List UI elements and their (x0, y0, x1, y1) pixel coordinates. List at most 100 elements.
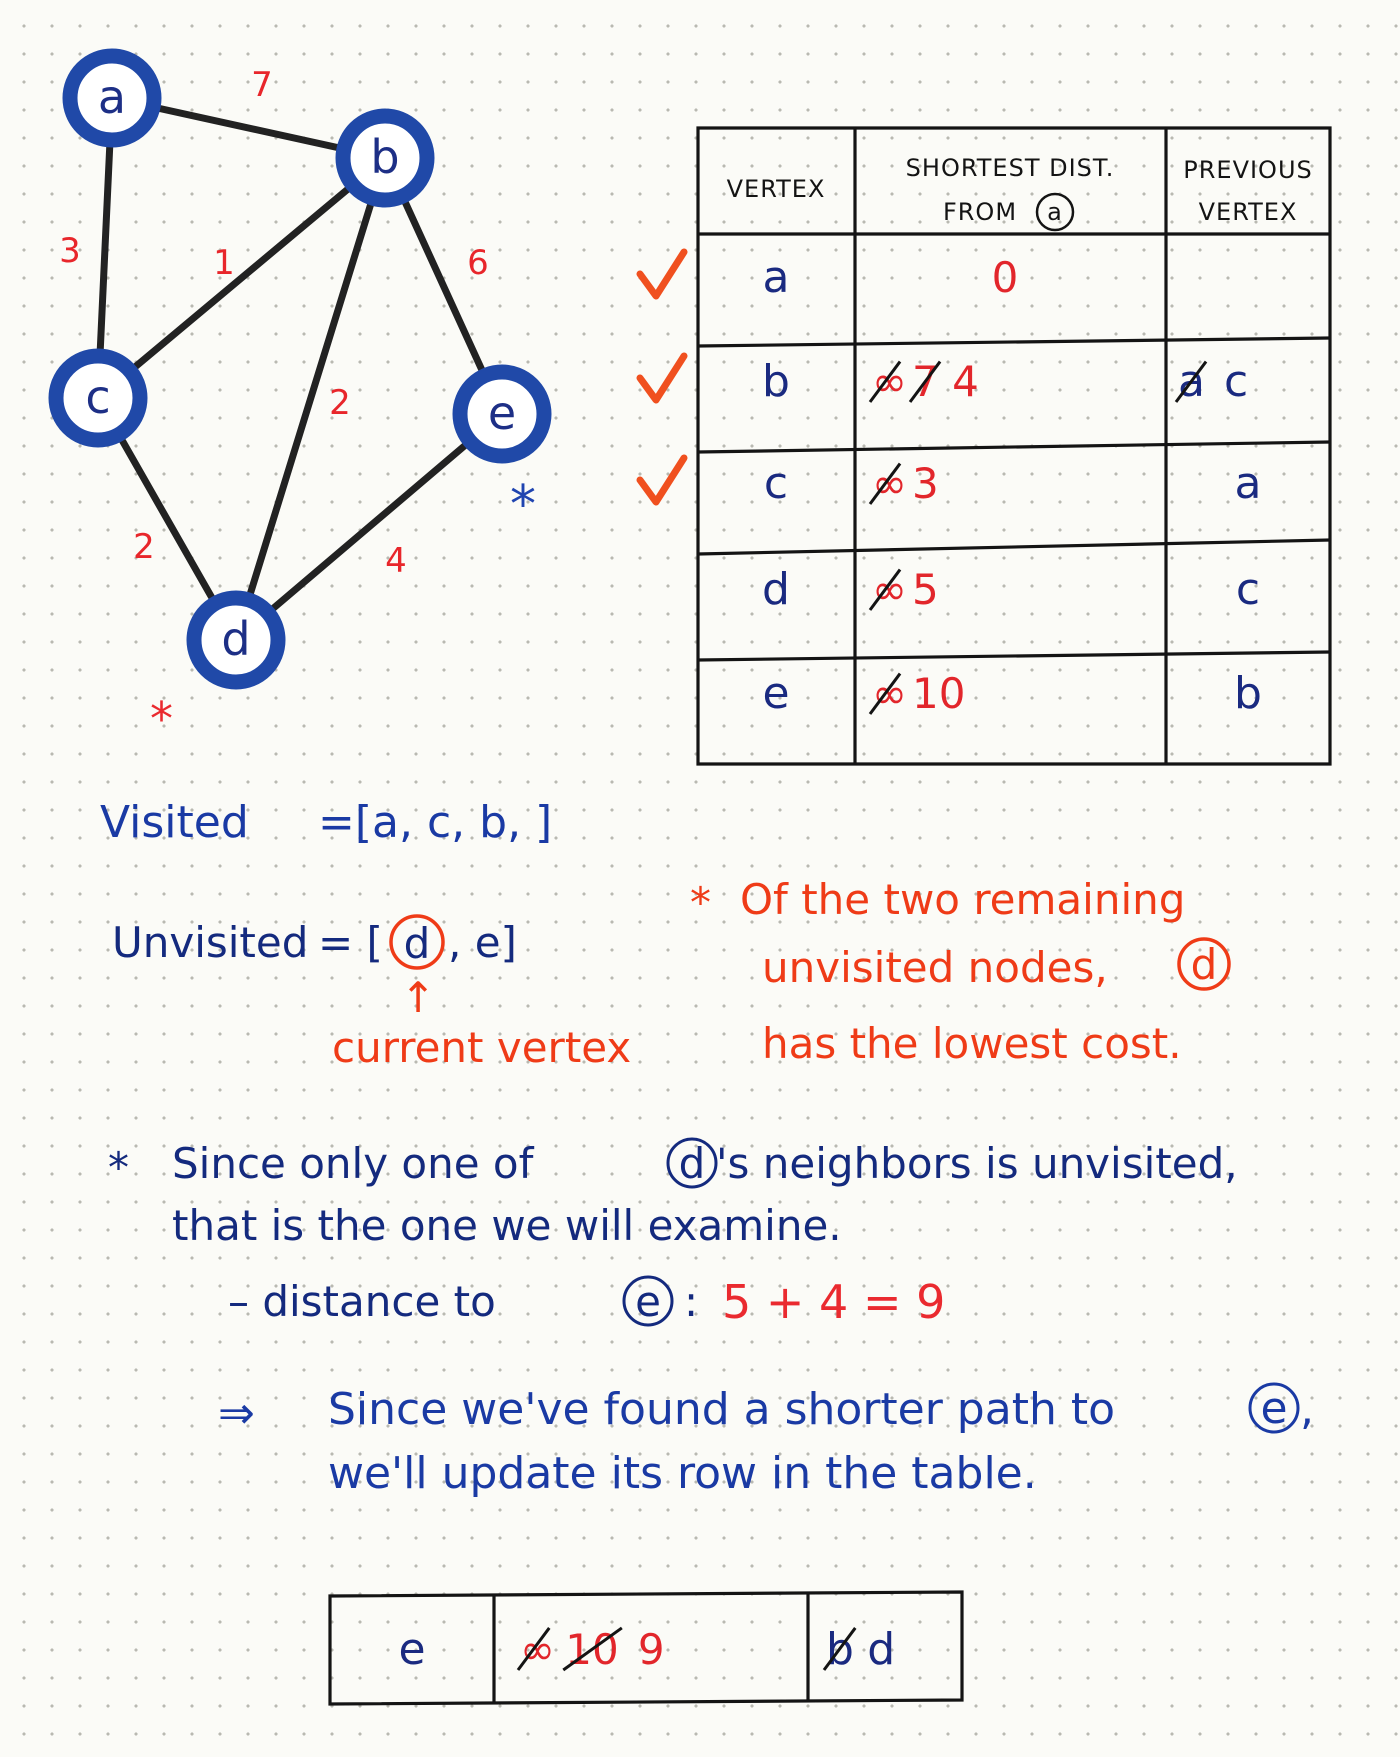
updated-row-prev: d (867, 1624, 895, 1675)
note-update-row: ⇒ Since we've found a shorter path to e … (218, 1382, 1314, 1499)
row-a-check-icon (636, 248, 688, 300)
updated-row-dist: 9 (638, 1625, 665, 1674)
row-b-dist-struck-1-strike (908, 360, 942, 403)
updated-row-distance: ∞109 (516, 1625, 665, 1674)
row-e-vertex: e (762, 668, 789, 719)
row-b-check-icon (636, 352, 688, 404)
note2-circle-d (666, 1137, 718, 1189)
note2-line1-b: 's neighbors is unvisited, (716, 1139, 1238, 1188)
header-dist-line2: FROM (943, 198, 1017, 226)
row-b-prev-struck-strike (1174, 360, 1208, 403)
table-row-divider-4 (697, 650, 1331, 662)
edge-b-d (232, 154, 389, 644)
row-c-dist-struck-0: ∞ (872, 459, 907, 508)
visited-list: Visited =[a, c, b, ] (100, 797, 552, 848)
marker-star-d: * (150, 692, 173, 746)
row-b-dist: 4 (952, 357, 979, 406)
node-c-label: c (85, 370, 110, 424)
header-dist-line1: SHORTEST DIST. (906, 154, 1115, 182)
note2-distance-colon: : (684, 1277, 698, 1326)
node-a-label: a (98, 70, 126, 124)
visited-label: Visited (100, 797, 249, 848)
node-d-label: d (221, 612, 250, 666)
edge-d-e (232, 410, 506, 644)
header-prev-line2: VERTEX (1199, 198, 1298, 226)
header-vertex: VERTEX (727, 175, 826, 203)
unvisited-current: d (404, 919, 431, 968)
graph-edges (94, 94, 506, 644)
row-a-dist: 0 (992, 253, 1019, 302)
edge-weight-b-c: 1 (213, 243, 235, 283)
row-e-dist-struck-0-strike (868, 672, 902, 715)
table-row-d: d ∞5 c (762, 564, 1260, 615)
edge-weight-d-e: 4 (385, 541, 407, 581)
node-c-circle (48, 348, 148, 448)
note1-circled: d (1191, 940, 1218, 989)
row-b-prev: c (1224, 356, 1248, 407)
current-vertex-circle (389, 914, 445, 970)
note2-line1-circled: d (679, 1139, 706, 1188)
row-d-dist-struck-0: ∞ (872, 565, 907, 614)
note1-line3: has the lowest cost. (762, 1019, 1182, 1068)
note1-circle (1177, 937, 1231, 991)
updated-row-dist-struck-0-strike (516, 1627, 551, 1671)
updated-row-dist-struck-1-strike (562, 1626, 623, 1672)
table-row-divider-1 (697, 336, 1331, 348)
updated-row-vertex: e (398, 1624, 425, 1675)
table-row-divider-2 (697, 440, 1331, 454)
edge-weight-b-e: 6 (467, 243, 489, 283)
row-c-check-icon (636, 454, 688, 506)
note2-line2: that is the one we will examine. (172, 1201, 842, 1250)
current-vertex-label: current vertex (332, 1023, 631, 1072)
updated-row-prev-struck-strike (822, 1627, 857, 1671)
row-b-dist-struck-0: ∞ (872, 357, 907, 406)
edge-a-c (94, 94, 116, 402)
updated-row-dist-struck-0: ∞ (520, 1625, 555, 1674)
updated-row-frame (328, 1590, 964, 1706)
visited-values: =[a, c, b, ] (318, 797, 552, 848)
node-e-circle (452, 364, 552, 464)
row-c-prev: a (1235, 458, 1262, 509)
row-e-dist: 10 (912, 669, 965, 718)
header-dist-circled: a (1047, 198, 1063, 226)
header-dist-circle (1035, 192, 1075, 232)
note1-line2: unvisited nodes, (762, 943, 1108, 992)
note2-star: * (108, 1143, 129, 1192)
row-d-vertex: d (762, 564, 790, 615)
row-c-dist: 3 (912, 459, 939, 508)
row-b-vertex: b (762, 356, 790, 407)
node-a-circle (62, 48, 162, 148)
note3-arrow: ⇒ (218, 1388, 255, 1439)
row-d-prev: c (1236, 564, 1260, 615)
row-c-dist-struck-0-strike (868, 462, 902, 505)
current-vertex-arrow: ↑ (400, 973, 435, 1022)
table-rows: a0b∞74acc∞3ad∞5ce∞10b (636, 248, 1262, 719)
edge-weight-b-d: 2 (329, 383, 351, 423)
node-d-circle (186, 590, 286, 690)
note2-distance-prefix: – distance to (228, 1277, 496, 1326)
row-e-dist-struck-0: ∞ (872, 669, 907, 718)
table-frame (696, 126, 1332, 766)
row-d-dist-struck-0-strike (868, 568, 902, 611)
header-prev-line1: PREVIOUS (1183, 156, 1313, 184)
edge-b-c (94, 154, 389, 402)
note3-line2: we'll update its row in the table. (328, 1448, 1037, 1499)
row-b-dist-struck-0-strike (868, 360, 902, 403)
node-b-circle (335, 108, 435, 208)
table-row-divider-3 (697, 538, 1331, 556)
note2-distance-circled: e (635, 1277, 661, 1326)
edge-weight-c-d: 2 (133, 527, 155, 567)
note2-line1-a: Since only one of (172, 1139, 535, 1188)
unvisited-label: Unvisited (112, 918, 308, 967)
unvisited-open: = [ (318, 918, 383, 967)
note3-circle-e (1248, 1382, 1300, 1434)
edge-weight-a-b: 7 (251, 65, 273, 105)
note2-circle-e (622, 1275, 674, 1327)
unvisited-rest: , e] (448, 918, 517, 967)
node-e-label: e (488, 386, 516, 440)
row-d-dist: 5 (912, 565, 939, 614)
